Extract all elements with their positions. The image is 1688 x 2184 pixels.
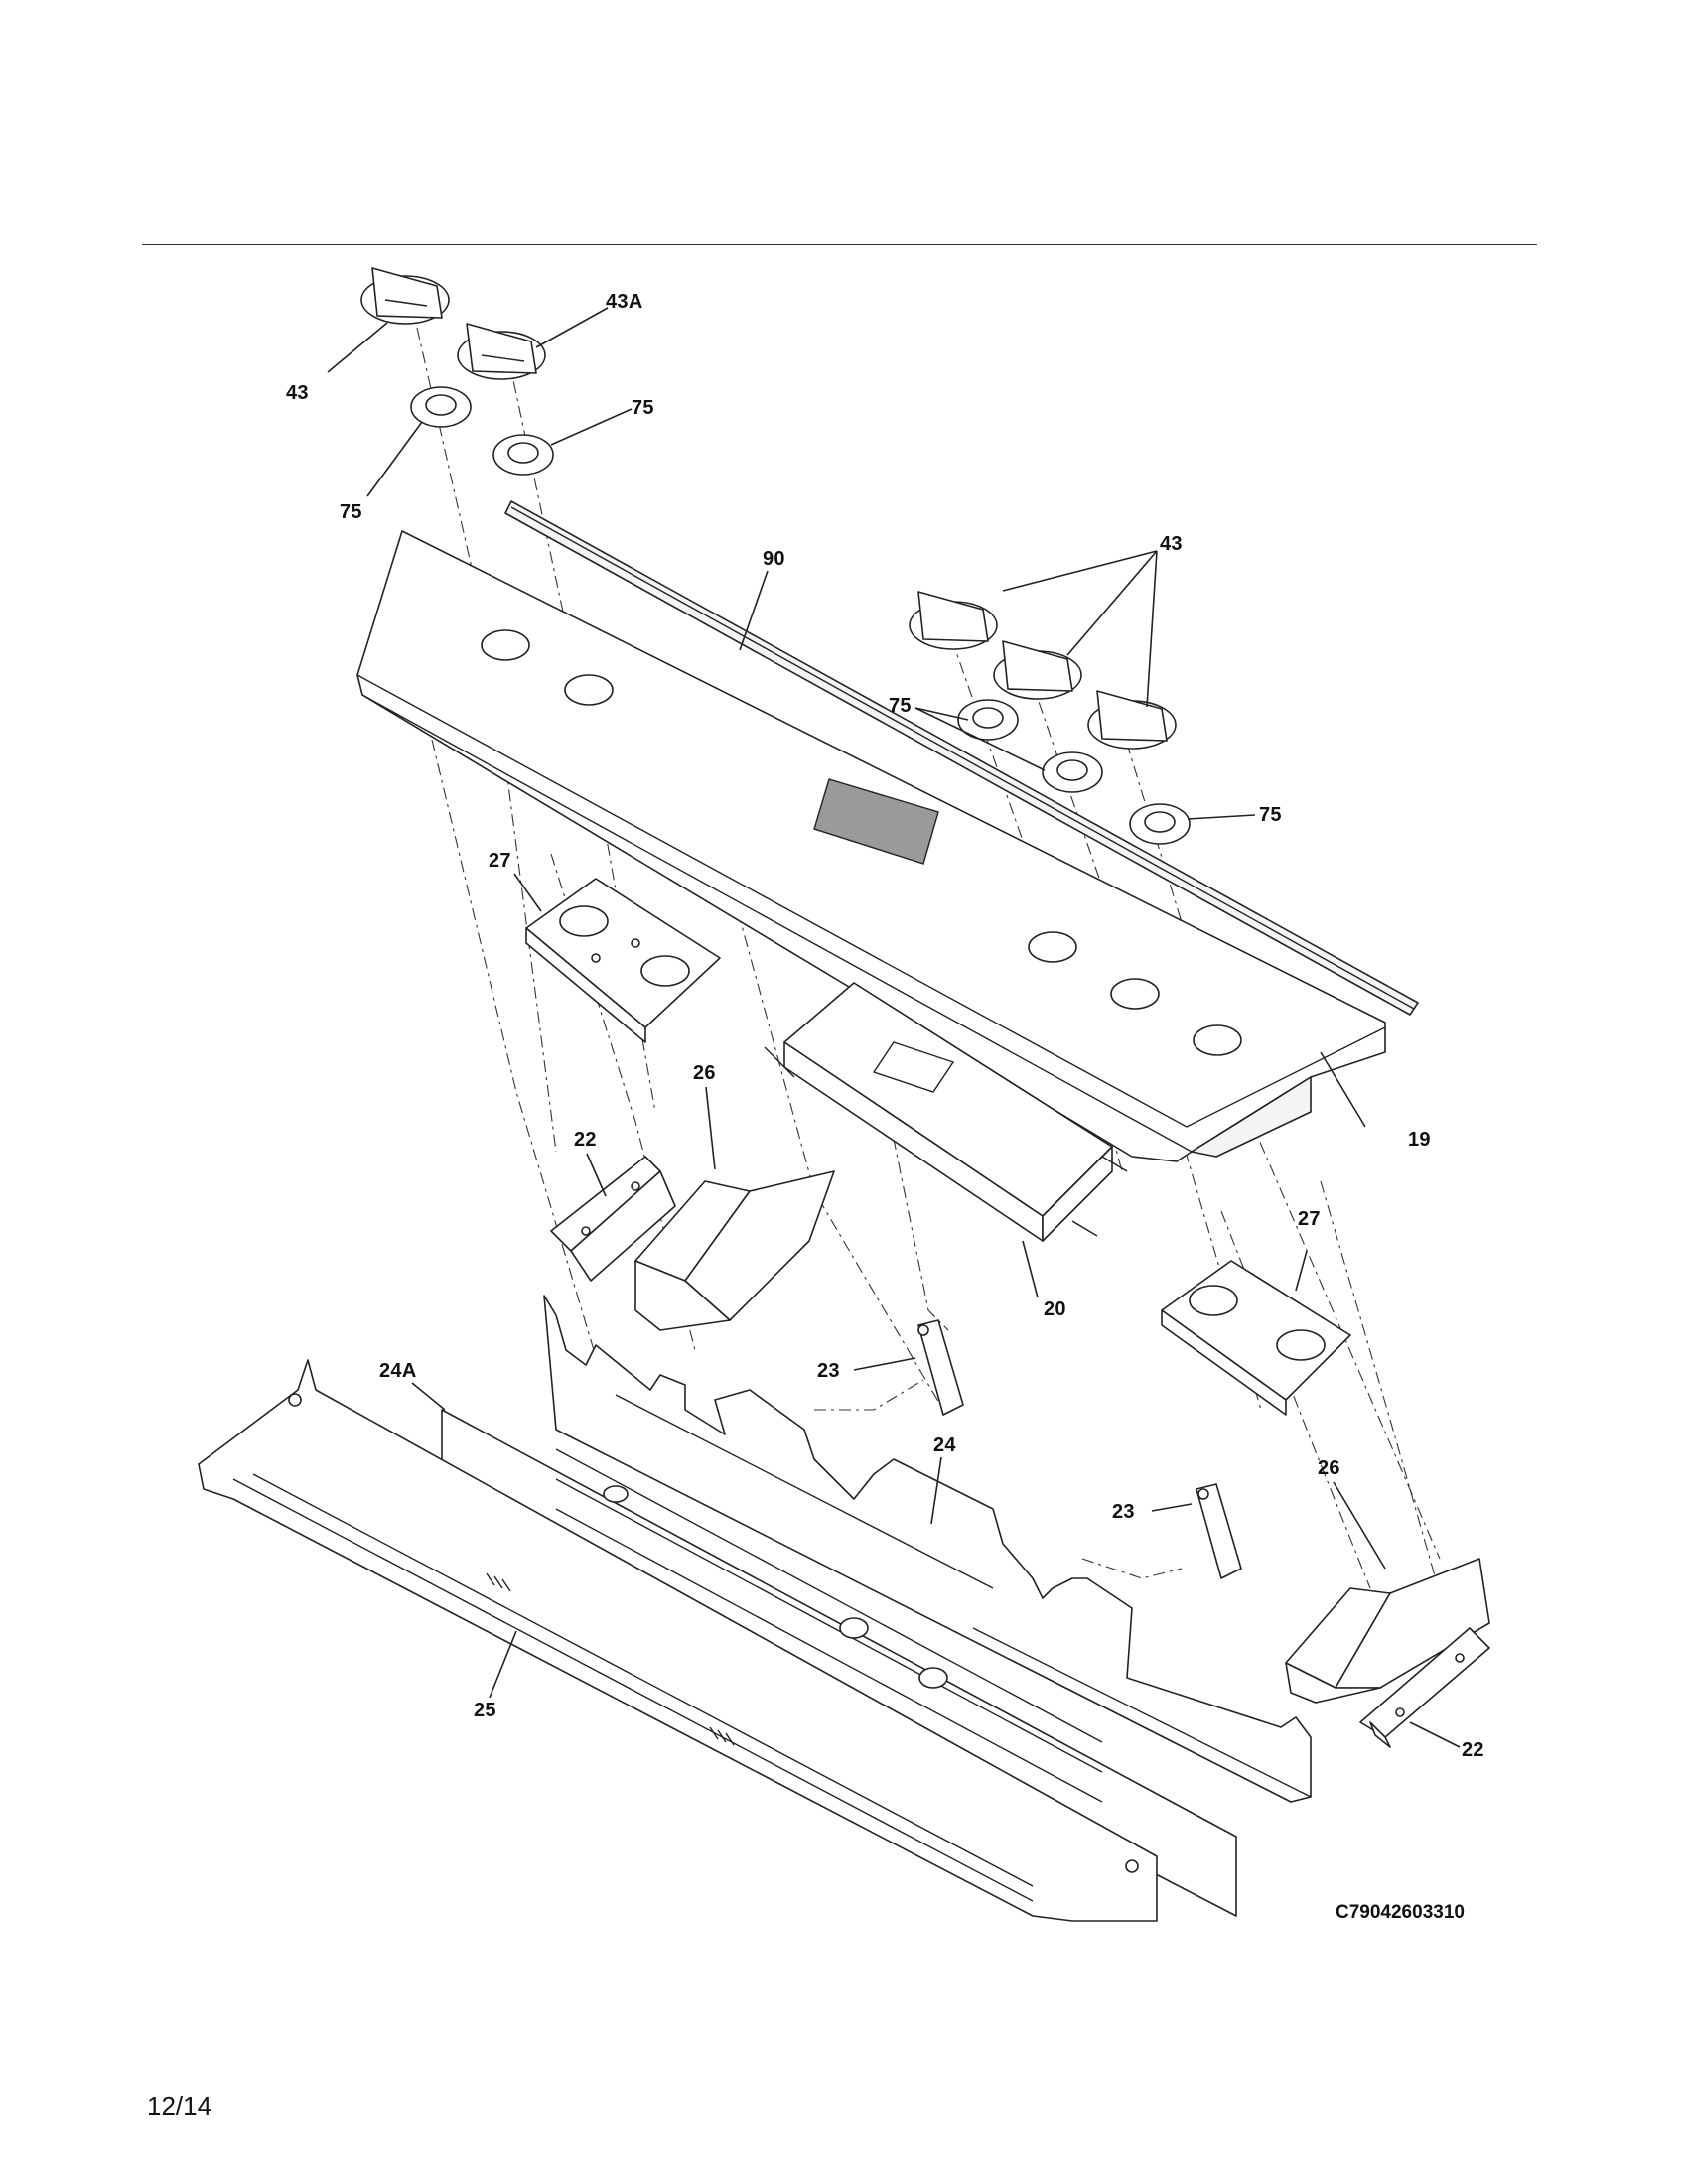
part-90-trim-strip (504, 500, 1419, 1016)
part-75-bezel-right-1 (957, 699, 1019, 741)
callout-26-right: 26 (1318, 1457, 1340, 1479)
part-75-bezel-top-left-2 (492, 434, 554, 476)
part-27-bracket-right (1161, 1260, 1351, 1416)
part-43-knob-right-2 (993, 640, 1082, 700)
callout-24: 24 (933, 1434, 956, 1456)
part-22-bracket-right (1359, 1627, 1490, 1748)
part-23-bracket-a (917, 1319, 964, 1416)
callout-23-lower: 23 (1112, 1501, 1135, 1523)
part-27-bracket-left (525, 878, 721, 1043)
part-43-knob-right-1 (909, 591, 998, 650)
callout-27-left: 27 (489, 850, 511, 872)
callout-25: 25 (474, 1700, 496, 1721)
callout-75-right: 75 (1259, 804, 1282, 826)
header-rule (142, 244, 1537, 245)
drawing-code: C79042603310 (1336, 1902, 1465, 1923)
callout-22-right: 22 (1462, 1739, 1484, 1761)
part-25-bottom-trim (198, 1359, 1158, 1922)
callout-23-upper: 23 (817, 1360, 840, 1382)
part-43-knob-top-left (360, 267, 450, 325)
part-75-bezel-right-3 (1129, 803, 1191, 845)
callout-75-top: 75 (632, 397, 654, 419)
callout-43-right: 43 (1160, 533, 1183, 555)
part-75-bezel-top-left-1 (410, 386, 472, 428)
callout-leader-lines (327, 307, 1461, 1748)
callout-75-middle: 75 (889, 695, 912, 717)
callout-90: 90 (763, 548, 785, 570)
callout-26-left: 26 (693, 1062, 716, 1084)
part-26-bracket-left (634, 1170, 835, 1331)
part-20-electronic-control (764, 982, 1128, 1242)
callout-24a: 24A (379, 1360, 417, 1382)
callout-43-top-left: 43 (286, 382, 309, 404)
part-22-bracket-left (550, 1156, 676, 1282)
callout-27-right: 27 (1298, 1208, 1321, 1230)
part-43a-knob-top-left (457, 323, 546, 380)
callout-43a: 43A (606, 291, 643, 313)
page-number: 12/14 (147, 2091, 212, 2120)
part-43-knob-right-3 (1087, 690, 1177, 750)
callout-20: 20 (1044, 1298, 1066, 1320)
part-23-bracket-b (1196, 1483, 1242, 1579)
callout-19: 19 (1408, 1129, 1431, 1151)
part-75-bezel-right-2 (1042, 751, 1103, 793)
part-19-control-panel (356, 530, 1386, 1162)
part-24-rear-panel (543, 1295, 1312, 1803)
callout-75-left: 75 (340, 501, 362, 523)
part-26-bracket-right (1285, 1558, 1490, 1704)
callout-22-left: 22 (574, 1129, 597, 1151)
